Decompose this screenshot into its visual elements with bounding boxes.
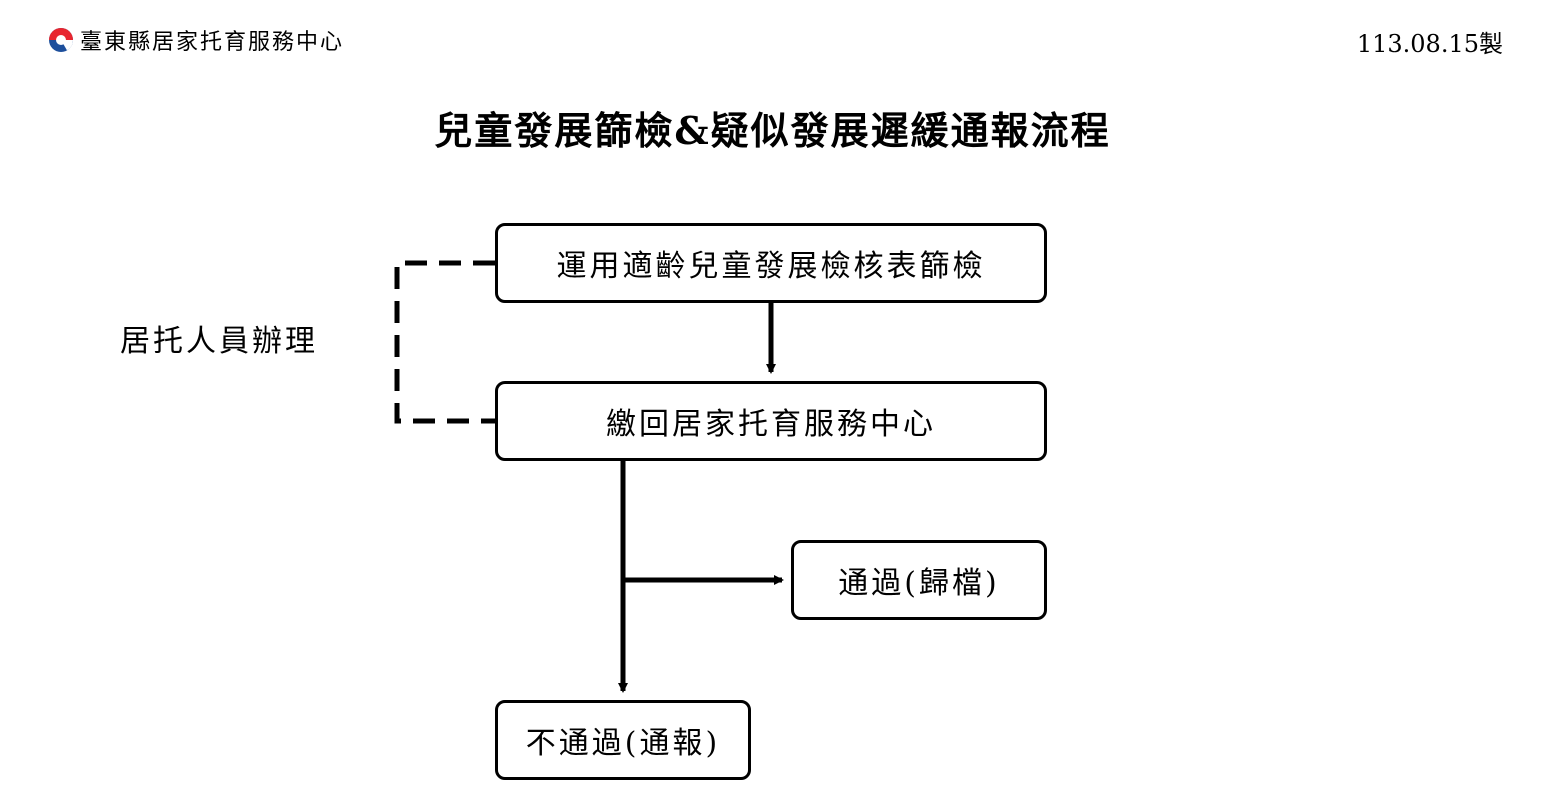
step-pass-box: 通過(歸檔)	[791, 540, 1047, 620]
step-pass-label: 通過(歸檔)	[838, 566, 1000, 601]
organization-name: 臺東縣居家托育服務中心	[80, 30, 345, 55]
step-screening-box: 運用適齡兒童發展檢核表篩檢	[495, 223, 1047, 303]
step-fail-label: 不通過(通報)	[525, 726, 721, 761]
organization-header: 臺東縣居家托育服務中心	[48, 24, 344, 56]
step-screening-label: 運用適齡兒童發展檢核表篩檢	[556, 249, 986, 284]
step-submit-label: 繳回居家托育服務中心	[606, 407, 936, 442]
step-fail-box: 不通過(通報)	[495, 700, 751, 780]
dashed-bracket-connector	[394, 260, 495, 424]
production-date: 113.08.15製	[1356, 30, 1503, 58]
page-title: 兒童發展篩檢&疑似發展遲緩通報流程	[434, 108, 1111, 153]
organization-logo-icon	[49, 28, 73, 52]
staff-side-label: 居托人員辦理	[120, 324, 318, 359]
step-submit-box: 繳回居家托育服務中心	[495, 381, 1047, 461]
